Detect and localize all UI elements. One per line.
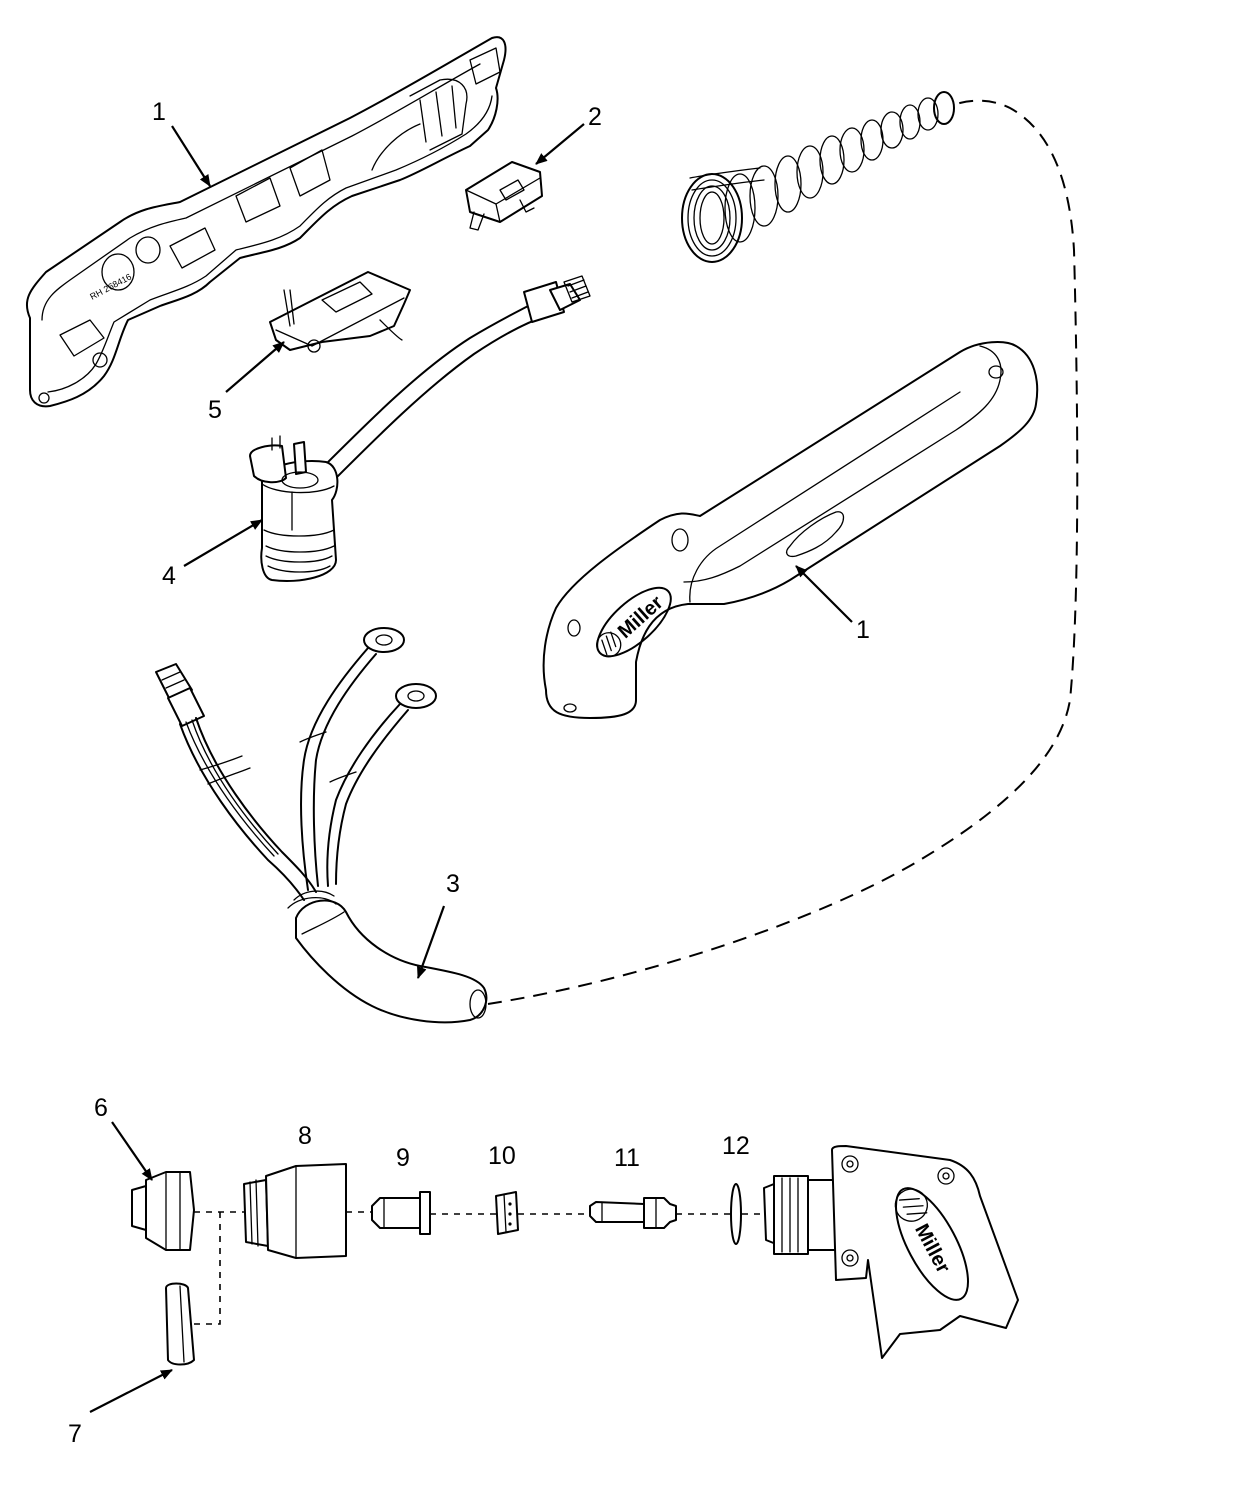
callout-4: 4: [162, 562, 176, 590]
strain-relief-spring-icon: [681, 91, 955, 263]
assembly-path-deflector: [194, 1212, 221, 1325]
callout-3: 3: [446, 870, 460, 898]
gas-distributor: [495, 1191, 519, 1235]
handle-shell-left: RH 268416: [25, 36, 507, 408]
arrow-icon: [89, 123, 853, 1413]
o-ring: [730, 1183, 742, 1245]
assembly-path-cable-to-spring: [487, 99, 1079, 1005]
electrode: [589, 1197, 677, 1229]
callout-11: 11: [614, 1144, 640, 1172]
deflector: [165, 1282, 195, 1366]
trigger-lever: [269, 271, 411, 353]
shield-cup: [131, 1171, 195, 1251]
callout-1-shell: 1: [152, 98, 166, 126]
callout-1-handle: 1: [856, 616, 870, 644]
callout-5: 5: [208, 396, 222, 424]
callout-6: 6: [94, 1094, 108, 1122]
callout-8: 8: [298, 1122, 312, 1150]
nozzle: [371, 1191, 431, 1235]
trigger-switch: [465, 161, 543, 231]
callout-7: 7: [68, 1420, 82, 1448]
callout-9: 9: [396, 1144, 410, 1172]
handle-assembled: Miller: [542, 341, 1039, 719]
callout-12: 12: [722, 1132, 750, 1160]
torch-head-end: Miller: [763, 1145, 1019, 1359]
torch-head-assembly: [249, 275, 591, 582]
callout-10: 10: [488, 1142, 516, 1170]
callout-2: 2: [588, 103, 602, 131]
retaining-cup: [243, 1163, 347, 1259]
cable-assembly: [155, 627, 488, 1024]
